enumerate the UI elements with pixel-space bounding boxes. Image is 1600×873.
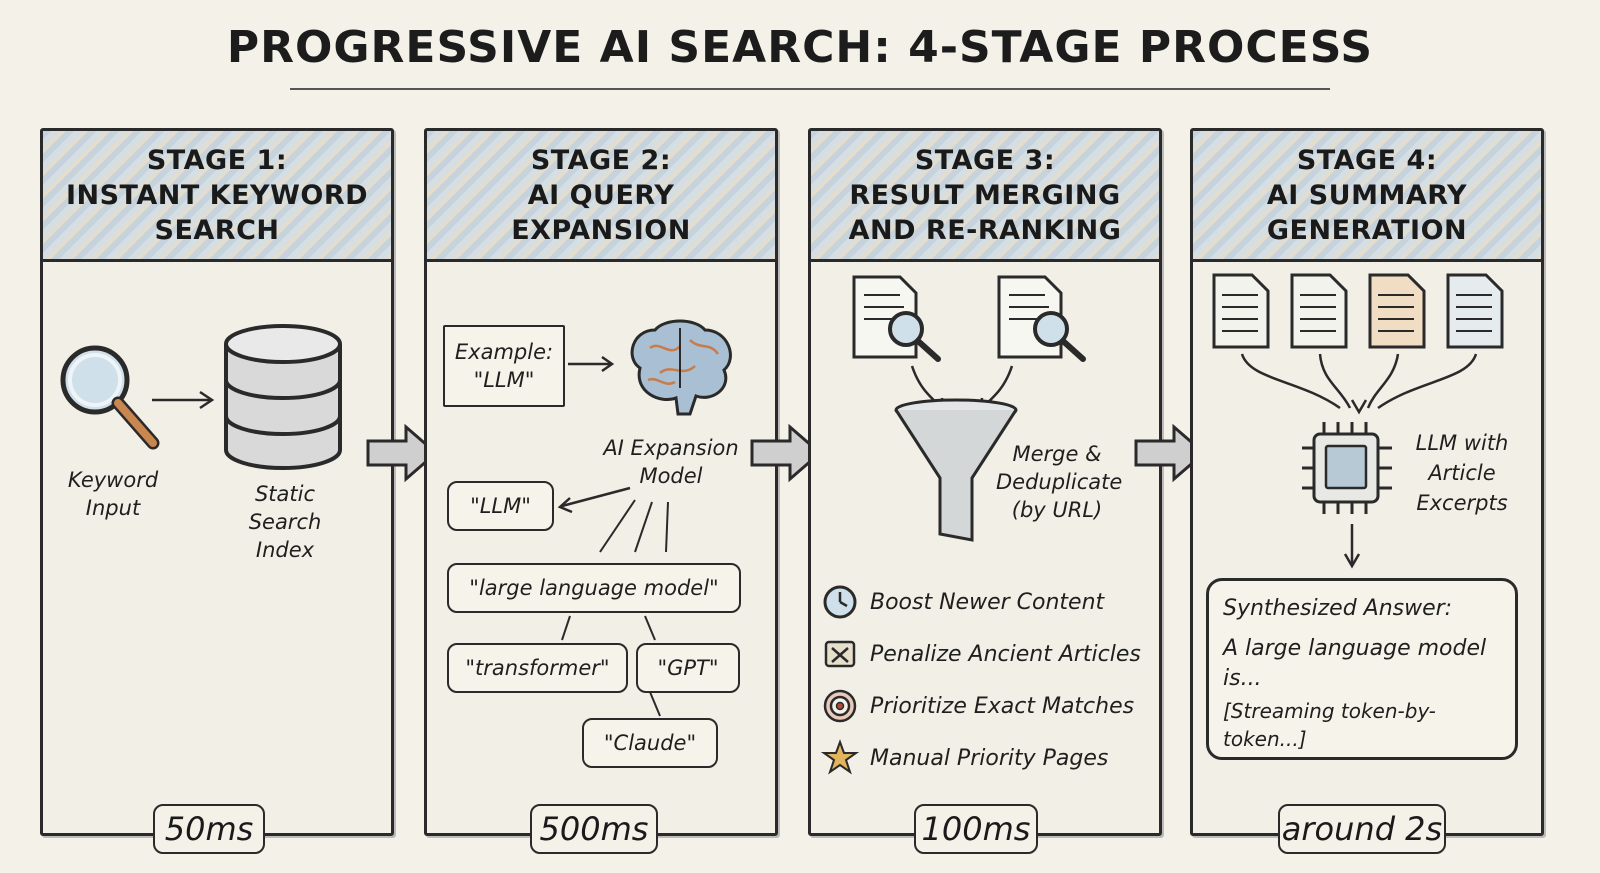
- stage-3-title-line1: RESULT MERGING: [849, 179, 1121, 211]
- llm-label-line1: LLM with: [1415, 431, 1509, 455]
- database-icon: [224, 324, 342, 470]
- llm-article-excerpts-label: LLM with Article Excerpts: [1410, 428, 1514, 518]
- stage-4-title-line1: AI SUMMARY: [1266, 179, 1468, 211]
- llm-label-line2: Article: [1428, 461, 1496, 485]
- answer-line-3: [Streaming token-by-token...]: [1223, 699, 1436, 751]
- page-title: PROGRESSIVE AI SEARCH: 4-STAGE PROCESS: [226, 22, 1374, 73]
- rule-text-manual: Manual Priority Pages: [870, 745, 1109, 771]
- merge-dedupe-line1: Merge &: [1012, 442, 1102, 466]
- synthesized-answer-bubble: Synthesized Answer: A large language mod…: [1206, 578, 1518, 760]
- stage-1-header: STAGE 1: INSTANT KEYWORD SEARCH: [43, 131, 391, 262]
- star-icon: [820, 739, 860, 775]
- stage-4-timing: around 2s: [1278, 804, 1446, 854]
- expansion-bubble-gpt: "GPT": [636, 643, 740, 693]
- example-query: "LLM": [473, 368, 535, 392]
- rule-text-exact: Prioritize Exact Matches: [870, 693, 1135, 719]
- title-underline: [290, 88, 1330, 90]
- merge-dedupe-line3: (by URL): [1011, 498, 1103, 522]
- expansion-bubble-llm: "LLM": [447, 481, 554, 531]
- document-search-icon-2: [997, 275, 1086, 362]
- expansion-bubble-claude: "Claude": [582, 718, 718, 768]
- rule-text-ancient: Penalize Ancient Articles: [870, 641, 1141, 667]
- stage-3-to-4-arrow: [1134, 423, 1207, 483]
- rule-row-exact: Prioritize Exact Matches: [822, 688, 1134, 724]
- brain-icon: [630, 319, 732, 416]
- clock-icon: [823, 585, 857, 619]
- documents-to-llm-arrows: [1240, 353, 1478, 415]
- ai-expansion-model-line1: AI Expansion: [603, 436, 739, 460]
- llm-to-answer-arrow: [1343, 524, 1361, 569]
- expansion-bubble-large-language-model: "large language model": [447, 563, 741, 613]
- funnel-icon: [894, 398, 1018, 542]
- stage-2-title-line2: EXPANSION: [511, 214, 691, 246]
- stage-2-timing: 500ms: [530, 804, 658, 854]
- stage-3-number: STAGE 3:: [914, 144, 1056, 176]
- example-label: Example:: [454, 340, 554, 364]
- document-search-icon-1: [852, 275, 941, 362]
- stage-4-header: STAGE 4: AI SUMMARY GENERATION: [1193, 131, 1541, 262]
- rule-row-ancient: Penalize Ancient Articles: [822, 636, 1141, 672]
- document-icon-3: [1368, 273, 1426, 349]
- ai-expansion-model-line2: Model: [639, 464, 703, 488]
- static-search-index-label: Static Search Index: [248, 482, 322, 562]
- merge-dedupe-label: Merge & Deduplicate (by URL): [996, 440, 1123, 524]
- stage-2-title-line1: AI QUERY: [527, 179, 675, 211]
- stage-1-title-line1: INSTANT KEYWORD: [65, 179, 369, 211]
- rule-row-manual: Manual Priority Pages: [820, 739, 1109, 776]
- stage-1-number: STAGE 1:: [146, 144, 288, 176]
- answer-line-1: A large language model: [1223, 636, 1487, 661]
- rule-row-newer: Boost Newer Content: [822, 584, 1104, 620]
- expansion-bubble-transformer: "transformer": [447, 643, 628, 693]
- example-box: Example: "LLM": [443, 325, 565, 407]
- stage-4-number: STAGE 4:: [1296, 144, 1438, 176]
- stage-1-to-2-arrow: [366, 423, 439, 483]
- document-icon-1: [1212, 273, 1270, 349]
- stage-2-to-3-arrow: [750, 423, 823, 483]
- answer-heading: Synthesized Answer:: [1223, 596, 1453, 621]
- stage-2-number: STAGE 2:: [530, 144, 672, 176]
- expansion-connectors: [557, 486, 669, 717]
- keyword-input-label: Keyword Input: [67, 468, 159, 520]
- document-icon-2: [1290, 273, 1348, 349]
- stage-3-title-line2: AND RE-RANKING: [848, 214, 1122, 246]
- merge-dedupe-line2: Deduplicate: [996, 470, 1123, 494]
- stage-2-header: STAGE 2: AI QUERY EXPANSION: [427, 131, 775, 262]
- stage-1-title-line2: SEARCH: [154, 214, 280, 246]
- ai-expansion-model-label: AI Expansion Model: [596, 434, 746, 490]
- stage-1-panel: STAGE 1: INSTANT KEYWORD SEARCH: [40, 128, 394, 836]
- document-stack-icons: [1212, 273, 1504, 349]
- stage-1-timing: 50ms: [153, 804, 265, 854]
- example-arrow: [568, 355, 615, 373]
- stage-3-panel: STAGE 3: RESULT MERGING AND RE-RANKING: [808, 128, 1162, 836]
- scroll-x-icon: [824, 640, 856, 668]
- chip-icon: [1302, 422, 1392, 514]
- answer-line-2: is...: [1223, 666, 1262, 691]
- stage-4-title-line2: GENERATION: [1266, 214, 1468, 246]
- target-icon: [823, 689, 857, 723]
- magnifier-icon: [60, 345, 160, 450]
- stage-1-arrow: [152, 390, 215, 410]
- stage-3-header: STAGE 3: RESULT MERGING AND RE-RANKING: [811, 131, 1159, 262]
- llm-label-line3: Excerpts: [1416, 491, 1508, 515]
- stage-3-timing: 100ms: [914, 804, 1038, 854]
- document-icon-4: [1446, 273, 1504, 349]
- rule-text-newer: Boost Newer Content: [870, 589, 1105, 615]
